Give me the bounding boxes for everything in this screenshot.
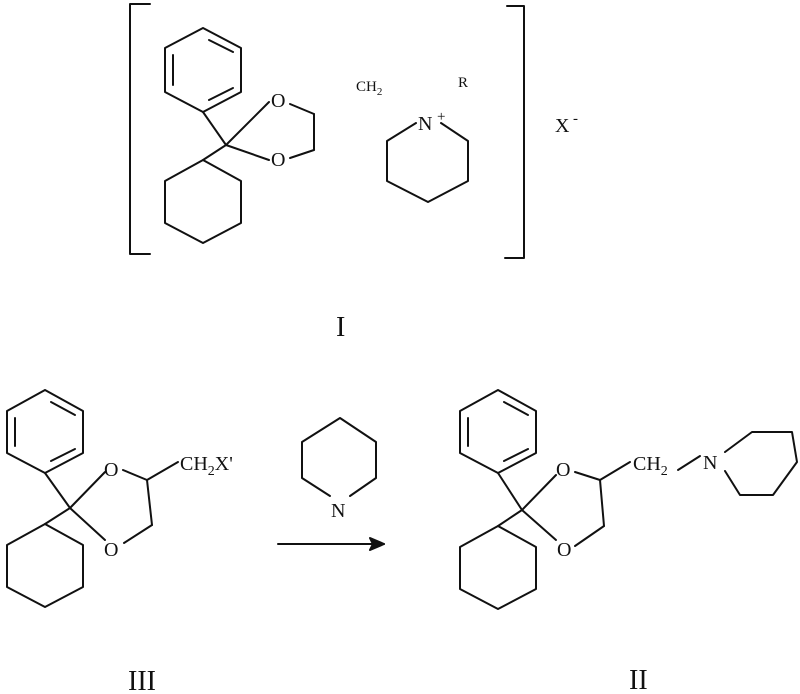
nitrogen-atom: N <box>418 113 432 135</box>
oxygen-top-atom: O <box>271 90 285 112</box>
counterion-charge: - <box>573 111 578 127</box>
piperidine-ring <box>724 431 798 496</box>
piperidinium-ring <box>386 122 469 203</box>
reaction-arrow <box>277 537 385 551</box>
r-group-label: R <box>458 75 468 91</box>
phenyl-ring <box>164 27 242 113</box>
structure-I-label: I <box>336 312 345 343</box>
oxygen-bottom-atom: O <box>557 539 571 561</box>
phenyl-ring <box>459 389 537 474</box>
piperidine-ring <box>301 417 377 497</box>
nitrogen-atom: N <box>331 500 345 522</box>
ch2-label: CH2 <box>356 79 382 98</box>
counterion-label: X <box>555 115 570 137</box>
oxygen-top-atom: O <box>556 459 570 481</box>
structure-II-label: II <box>629 665 648 694</box>
oxygen-top-atom: O <box>104 459 118 481</box>
left-bracket <box>129 3 151 255</box>
structure-III: O O CH2X' III <box>6 389 233 694</box>
ch2x-label: CH2X' <box>180 453 233 479</box>
oxygen-bottom-atom: O <box>104 539 118 561</box>
nitrogen-atom: N <box>703 452 717 474</box>
reagent-piperidine: N <box>301 417 377 522</box>
structure-III-label: III <box>128 666 156 694</box>
structure-II: O O CH2 N II <box>459 389 798 694</box>
right-bracket <box>504 5 525 259</box>
cyclohexyl-ring <box>459 525 537 610</box>
cyclohexyl-ring <box>6 523 84 608</box>
oxygen-bottom-atom: O <box>271 149 285 171</box>
structure-I: O O CH2 R N + X - I <box>129 3 578 343</box>
phenyl-ring <box>6 389 84 474</box>
cyclohexyl-ring <box>164 159 242 244</box>
ch2-label: CH2 <box>633 453 668 479</box>
positive-charge: + <box>437 109 445 125</box>
